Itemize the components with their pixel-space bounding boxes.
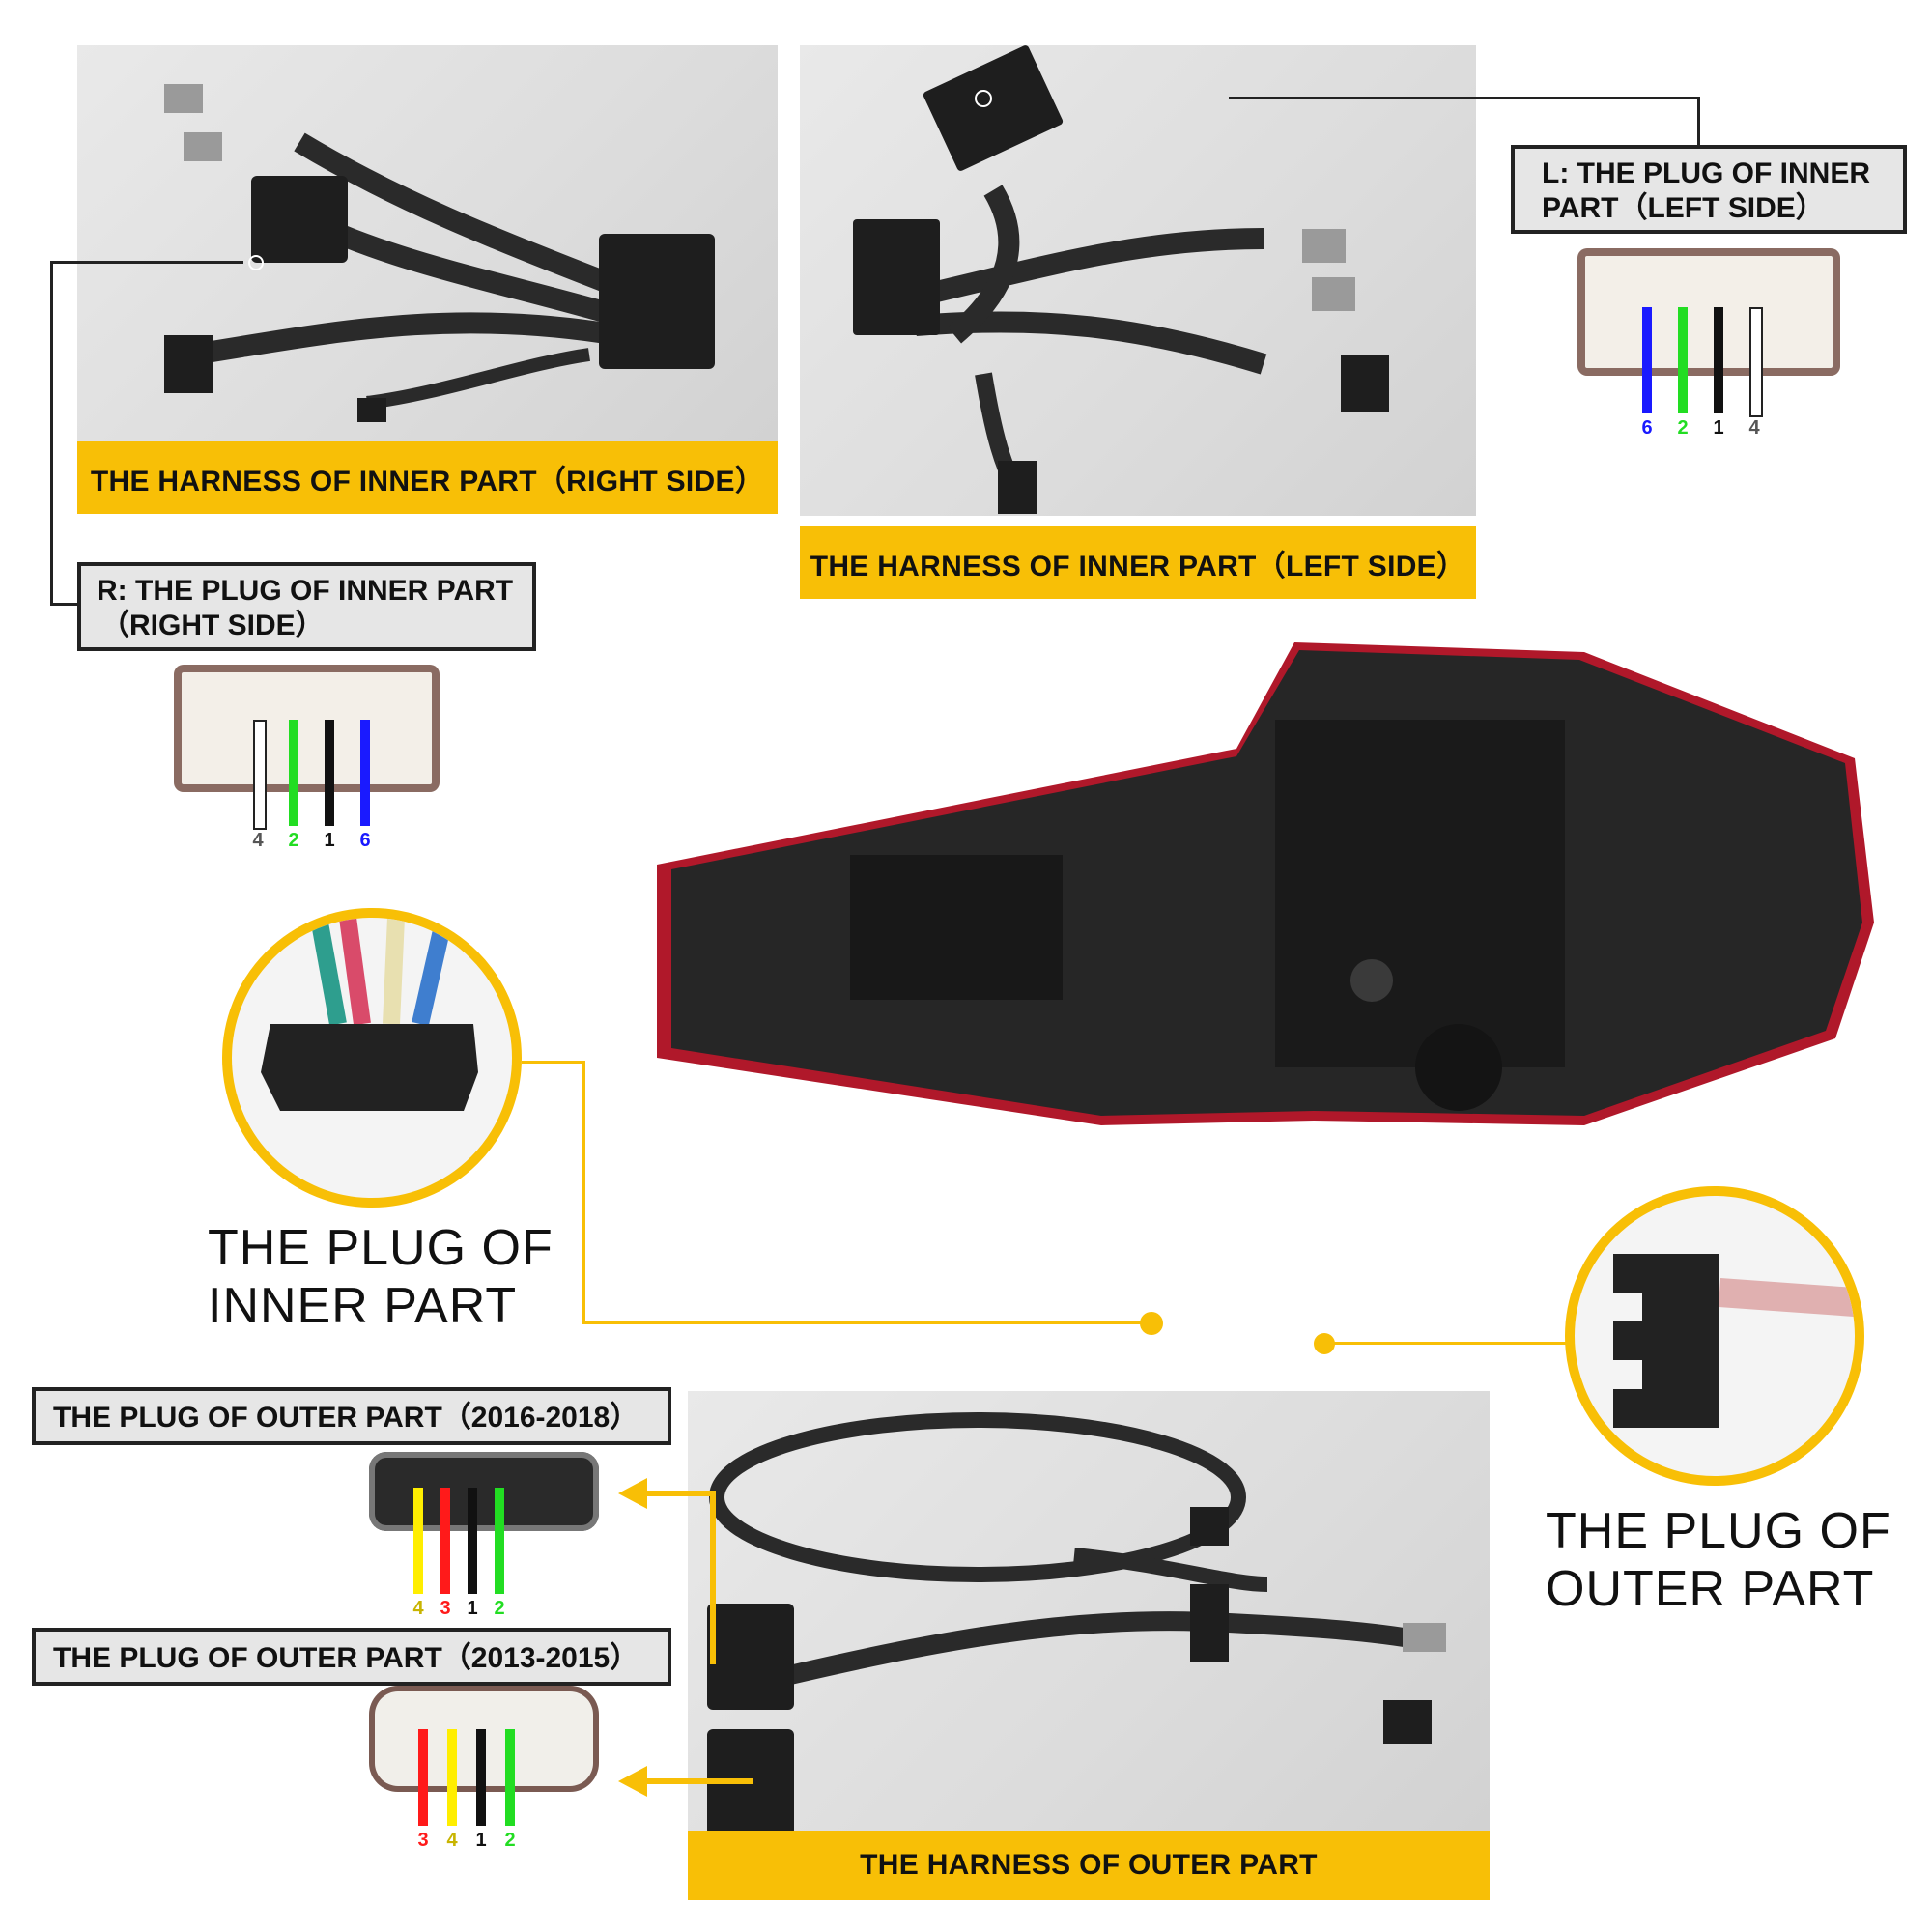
pin-number: 4 xyxy=(1748,417,1760,439)
label-line-1: L: THE PLUG OF INNER xyxy=(1542,157,1870,189)
outer-plug-2016-label: THE PLUG OF OUTER PART（2016-2018） xyxy=(32,1387,671,1445)
inner-plug-connector-icon xyxy=(261,918,478,1111)
outer-plug-callout-text: THE PLUG OF OUTER PART xyxy=(1546,1502,1891,1618)
right-inner-plug-label: R: THE PLUG OF INNER PART （RIGHT SIDE） xyxy=(77,562,536,651)
pin-number: 2 xyxy=(288,830,299,851)
arrow-line xyxy=(638,1491,715,1496)
pin-number: 4 xyxy=(446,1830,458,1851)
inner-right-harness-banner: THE HARNESS OF INNER PART（RIGHT SIDE） xyxy=(77,441,778,514)
wire-pin-3 xyxy=(440,1488,450,1594)
harness-illustration-icon xyxy=(707,1412,1446,1831)
pin-number: 6 xyxy=(1641,417,1653,439)
inner-plug-callout-text: THE PLUG OF INNER PART xyxy=(208,1219,554,1335)
pin-number: 4 xyxy=(252,830,264,851)
inner-plug-zoom-circle xyxy=(222,908,522,1208)
wire-pin-3 xyxy=(418,1729,428,1826)
pin-number: 3 xyxy=(440,1598,451,1619)
harness-illustration-icon xyxy=(853,45,1389,514)
label-line-2: PART（LEFT SIDE） xyxy=(1542,192,1825,224)
leader-line xyxy=(1229,97,1700,99)
leader-line xyxy=(582,1321,1148,1324)
wire-pin-4 xyxy=(413,1488,423,1594)
inner-plug-marker xyxy=(1140,1312,1163,1335)
outer-harness-banner: THE HARNESS OF OUTER PART xyxy=(688,1831,1490,1900)
pin-number: 6 xyxy=(359,830,371,851)
wire-pin-4 xyxy=(1749,307,1763,417)
callout-line-2: OUTER PART xyxy=(1546,1561,1875,1617)
wire-pin-2 xyxy=(289,720,298,826)
wire-pin-6 xyxy=(1642,307,1652,413)
taillight-illustration-icon xyxy=(657,642,1874,1125)
wire-pin-1 xyxy=(468,1488,477,1594)
leader-line xyxy=(1328,1342,1568,1345)
leader-line xyxy=(1697,97,1700,147)
leader-line xyxy=(50,261,243,264)
wire-pin-4 xyxy=(253,720,267,830)
pin-number: 1 xyxy=(1713,417,1724,439)
wire-pin-1 xyxy=(476,1729,486,1826)
leader-line xyxy=(50,603,79,606)
pin-number: 2 xyxy=(1677,417,1689,439)
pin-number: 2 xyxy=(504,1830,516,1851)
left-inner-plug-image xyxy=(1577,248,1840,376)
leader-line xyxy=(50,261,53,605)
wire-pin-2 xyxy=(505,1729,515,1826)
outer-plug-marker xyxy=(1314,1333,1335,1354)
wire-pin-6 xyxy=(360,720,370,826)
wire-pin-1 xyxy=(1714,307,1723,413)
pin-number: 1 xyxy=(467,1598,478,1619)
leader-line xyxy=(522,1061,584,1064)
outer-plug-zoom-circle xyxy=(1565,1186,1864,1486)
harness-illustration-icon xyxy=(164,84,715,422)
arrow-line xyxy=(710,1491,716,1664)
outer-plug-2016-image xyxy=(369,1452,599,1531)
leader-line xyxy=(582,1061,585,1323)
taillight-photo xyxy=(618,633,1893,1174)
label-line-2: （RIGHT SIDE） xyxy=(100,610,325,641)
wire-pin-2 xyxy=(1678,307,1688,413)
pin-number: 2 xyxy=(494,1598,505,1619)
wire-pin-1 xyxy=(325,720,334,826)
wire-pin-2 xyxy=(495,1488,504,1594)
outer-plug-2013-label: THE PLUG OF OUTER PART（2013-2015） xyxy=(32,1628,671,1686)
callout-line-1: THE PLUG OF xyxy=(1546,1503,1891,1559)
callout-line-2: INNER PART xyxy=(208,1278,518,1334)
callout-line-1: THE PLUG OF xyxy=(208,1220,554,1276)
outer-plug-connector-icon xyxy=(1613,1254,1855,1428)
inner-left-harness-banner: THE HARNESS OF INNER PART（LEFT SIDE） xyxy=(800,526,1476,599)
outer-harness-photo xyxy=(688,1391,1490,1831)
label-line-1: R: THE PLUG OF INNER PART xyxy=(97,575,514,607)
wire-pin-4 xyxy=(447,1729,457,1826)
left-inner-plug-label: L: THE PLUG OF INNER PART（LEFT SIDE） xyxy=(1511,145,1907,234)
arrow-line xyxy=(638,1778,753,1784)
arrow-left-icon xyxy=(618,1478,647,1509)
inner-left-harness-photo xyxy=(800,45,1476,516)
pin-number: 1 xyxy=(475,1830,487,1851)
right-inner-plug-image xyxy=(174,665,440,792)
arrow-left-icon xyxy=(618,1766,647,1797)
inner-right-harness-photo xyxy=(77,45,778,441)
pin-number: 3 xyxy=(417,1830,429,1851)
pin-number: 4 xyxy=(412,1598,424,1619)
pin-number: 1 xyxy=(324,830,335,851)
